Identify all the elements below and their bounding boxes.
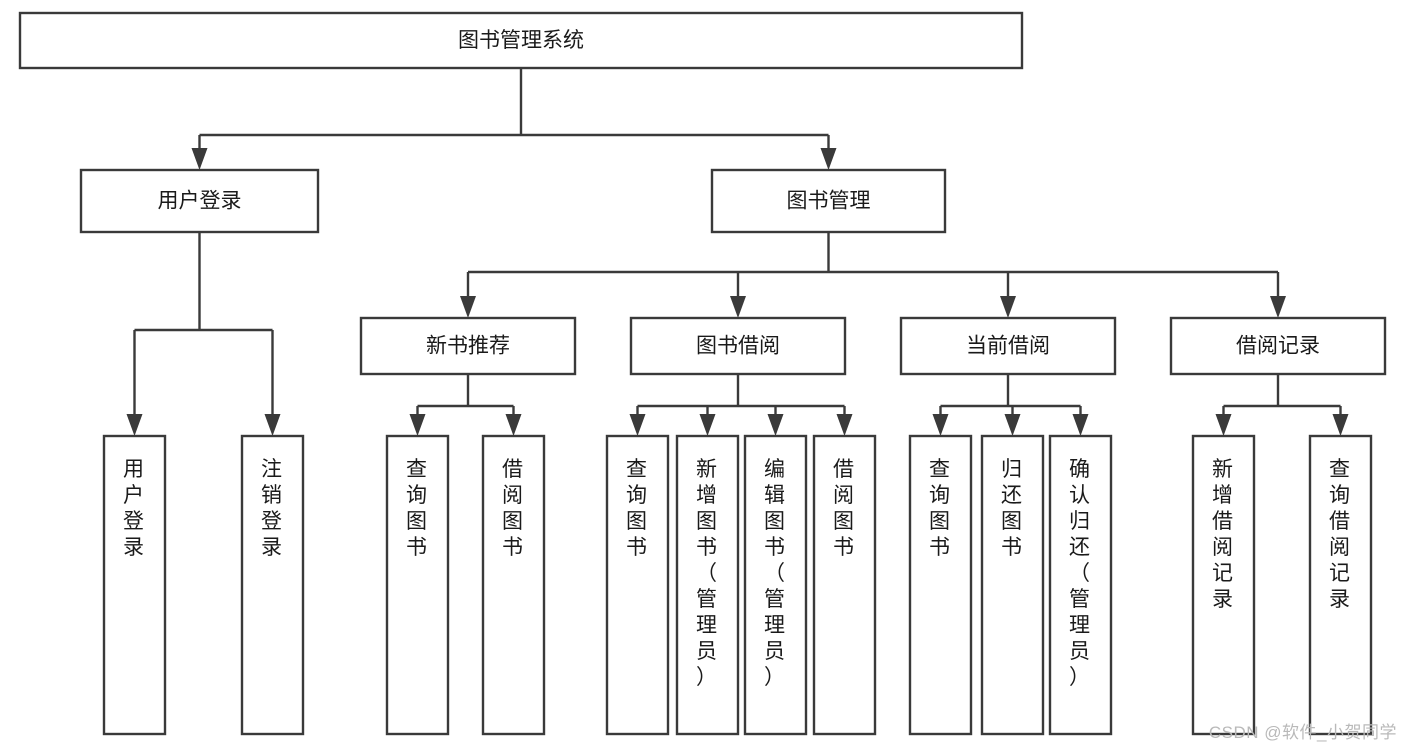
arrow-head-icon xyxy=(1004,414,1021,436)
arrow-head-icon xyxy=(1000,296,1016,318)
arrow-head-icon xyxy=(932,414,949,436)
connector-layer xyxy=(126,68,1349,436)
node-box xyxy=(980,434,1045,736)
arrow-head-icon xyxy=(1215,414,1232,436)
arrow-head-icon xyxy=(505,414,522,436)
node-label: 查询图书 xyxy=(929,458,952,559)
node-label: 用户登录 xyxy=(123,458,146,559)
level2-node-借阅记录[interactable]: 借阅记录 xyxy=(1169,316,1387,376)
node-label: 查询借阅记录 xyxy=(1329,458,1352,611)
arrow-head-icon xyxy=(264,414,281,436)
node-box xyxy=(79,168,320,234)
leaf-node-借阅图书[interactable]: 借阅图书 xyxy=(481,434,546,736)
node-box xyxy=(629,316,847,376)
node-box xyxy=(1048,434,1113,736)
node-layer: 图书管理系统用户登录图书管理新书推荐图书借阅当前借阅借阅记录用户登录注销登录查询… xyxy=(18,11,1387,736)
arrow-head-icon xyxy=(1072,414,1089,436)
node-box xyxy=(359,316,577,376)
node-label: 当前借阅 xyxy=(966,335,1050,358)
node-box xyxy=(710,168,947,234)
arrow-head-icon xyxy=(460,296,476,318)
node-label: 查询图书 xyxy=(626,458,649,559)
leaf-node-编辑图书管理员[interactable]: 编辑图书（管理员） xyxy=(743,434,808,736)
node-box xyxy=(385,434,450,736)
leaf-node-用户登录[interactable]: 用户登录 xyxy=(102,434,167,736)
node-box xyxy=(605,434,670,736)
node-label: 新增图书（管理员） xyxy=(696,458,719,689)
level2-node-新书推荐[interactable]: 新书推荐 xyxy=(359,316,577,376)
arrow-head-icon xyxy=(126,414,143,436)
node-label: 确认归还（管理员） xyxy=(1069,458,1092,689)
arrow-head-icon xyxy=(191,148,208,170)
node-box xyxy=(240,434,305,736)
arrow-head-icon xyxy=(1270,296,1286,318)
leaf-node-查询图书[interactable]: 查询图书 xyxy=(605,434,670,736)
arrow-head-icon xyxy=(409,414,426,436)
arrow-head-icon xyxy=(699,414,716,436)
node-box xyxy=(1169,316,1387,376)
node-box xyxy=(675,434,740,736)
node-box xyxy=(743,434,808,736)
leaf-node-查询图书[interactable]: 查询图书 xyxy=(908,434,973,736)
node-label: 用户登录 xyxy=(158,190,242,213)
node-box xyxy=(899,316,1117,376)
node-box xyxy=(102,434,167,736)
arrow-head-icon xyxy=(767,414,784,436)
arrow-head-icon xyxy=(820,148,837,170)
node-label: 借阅记录 xyxy=(1236,335,1320,358)
arrow-head-icon xyxy=(836,414,853,436)
arrow-head-icon xyxy=(730,296,746,318)
leaf-node-归还图书[interactable]: 归还图书 xyxy=(980,434,1045,736)
node-label: 编辑图书（管理员） xyxy=(764,458,787,689)
node-label: 借阅图书 xyxy=(502,458,525,559)
node-label: 图书借阅 xyxy=(696,335,780,358)
arrow-head-icon xyxy=(1332,414,1349,436)
level1-node-图书管理[interactable]: 图书管理 xyxy=(710,168,947,234)
node-label: 图书管理系统 xyxy=(458,29,584,52)
node-label: 新书推荐 xyxy=(426,335,510,358)
node-label: 图书管理 xyxy=(787,190,871,213)
leaf-node-确认归还管理员[interactable]: 确认归还（管理员） xyxy=(1048,434,1113,736)
node-box xyxy=(812,434,877,736)
level2-node-图书借阅[interactable]: 图书借阅 xyxy=(629,316,847,376)
arrow-head-icon xyxy=(629,414,646,436)
node-label: 新增借阅记录 xyxy=(1212,458,1235,611)
leaf-node-查询借阅记录[interactable]: 查询借阅记录 xyxy=(1308,434,1373,736)
node-box xyxy=(1308,434,1373,736)
leaf-node-新增借阅记录[interactable]: 新增借阅记录 xyxy=(1191,434,1256,736)
node-box xyxy=(908,434,973,736)
root-node-图书管理系统[interactable]: 图书管理系统 xyxy=(18,11,1024,70)
level2-node-当前借阅[interactable]: 当前借阅 xyxy=(899,316,1117,376)
node-box xyxy=(18,11,1024,70)
node-label: 借阅图书 xyxy=(833,458,856,559)
leaf-node-新增图书管理员[interactable]: 新增图书（管理员） xyxy=(675,434,740,736)
level1-node-用户登录[interactable]: 用户登录 xyxy=(79,168,320,234)
node-label: 注销登录 xyxy=(261,458,284,559)
leaf-node-查询图书[interactable]: 查询图书 xyxy=(385,434,450,736)
node-box xyxy=(1191,434,1256,736)
leaf-node-注销登录[interactable]: 注销登录 xyxy=(240,434,305,736)
leaf-node-借阅图书[interactable]: 借阅图书 xyxy=(812,434,877,736)
node-label: 归还图书 xyxy=(1001,458,1024,559)
node-box xyxy=(481,434,546,736)
node-label: 查询图书 xyxy=(406,458,429,559)
